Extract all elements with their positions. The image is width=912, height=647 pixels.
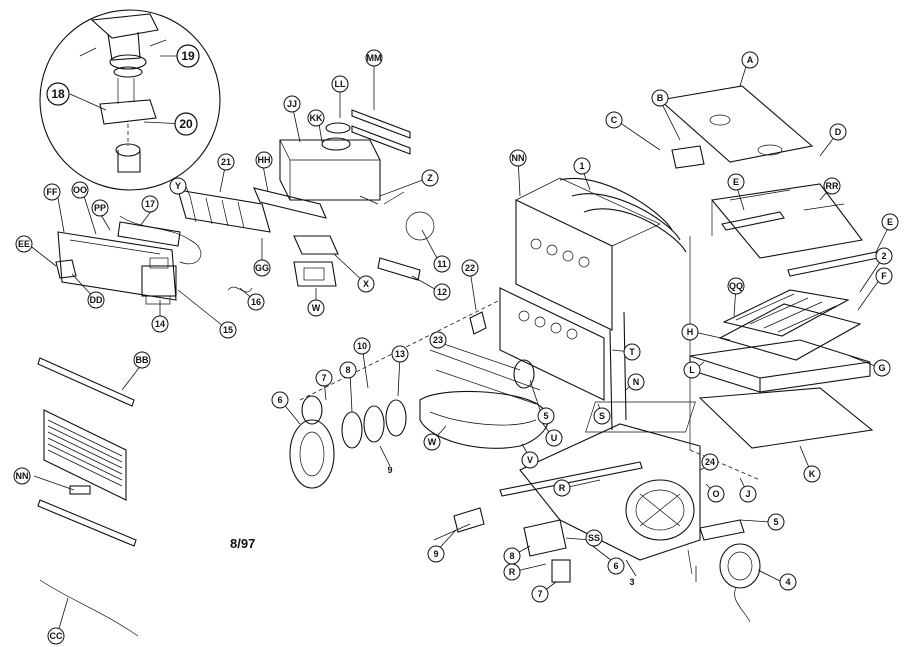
callout-AA: BB (136, 355, 149, 365)
callout-14: 9 (387, 465, 392, 475)
callout-O-upper: R (559, 483, 566, 493)
callout-FF: GG (255, 263, 269, 273)
callout-N: O (712, 489, 719, 499)
cabinet-parts (585, 85, 879, 481)
draft-hood-parts (253, 109, 435, 287)
callout-19: 14 (155, 319, 165, 329)
callout-PP: PP (94, 203, 106, 213)
callout-27: 22 (465, 263, 475, 273)
callout-Z: Z (427, 173, 433, 183)
callout-LL: MM (367, 53, 382, 63)
callout-8: 8 (509, 551, 514, 561)
callout-U: V (527, 455, 533, 465)
date-code: 8/97 (230, 536, 255, 551)
callout-15: 10 (357, 341, 367, 351)
callout-B: B (657, 93, 664, 103)
callout-NN: NN (512, 153, 525, 163)
callout-4: 4 (785, 577, 790, 587)
callout-E-upper: E (733, 177, 739, 187)
callout-12: 7 (321, 373, 326, 383)
callout-10: 5 (543, 411, 548, 421)
callout-L: L (689, 365, 695, 375)
callout-20: 15 (223, 325, 233, 335)
callout-3: 3 (629, 577, 634, 587)
callout-16: 11 (437, 259, 447, 269)
callout-OO: OO (73, 185, 87, 195)
callout-T: U (551, 433, 558, 443)
callout-7: 7 (537, 589, 542, 599)
callout-W: W (312, 303, 321, 313)
callout-D: D (835, 127, 842, 137)
callout-JJ: KK (310, 113, 323, 123)
callout-Y: Y (175, 181, 181, 191)
callout-GG: HH (258, 155, 271, 165)
callout-17: 12 (437, 287, 447, 297)
callout-G: G (878, 363, 885, 373)
callout-EE: FF (47, 187, 58, 197)
callout-BB: CC (50, 631, 63, 641)
callout-28: 23 (433, 335, 443, 345)
callout-23: 18 (51, 87, 65, 101)
callout-O-lower: R (509, 567, 516, 577)
callout-26: 21 (221, 157, 231, 167)
callout-M: N (633, 377, 640, 387)
control-panel-parts (55, 189, 271, 305)
callout-13: 8 (345, 365, 350, 375)
callout-V: W (428, 437, 437, 447)
callout-R: S (599, 411, 605, 421)
callout-F: F (881, 271, 887, 281)
callout-29: 24 (705, 457, 715, 467)
callout-S: T (629, 347, 635, 357)
callout-J: J (745, 489, 750, 499)
callout-HH: JJ (287, 99, 297, 109)
inducer-blower-parts (289, 299, 549, 489)
callout-5: 5 (773, 517, 778, 527)
callout-11: 6 (277, 395, 282, 405)
callout-KK: LL (335, 79, 346, 89)
part-callouts: 19 18 20 FF OO PP EE DD 17 Y 21 GG 16 15… (13, 44, 899, 645)
callout-24: 19 (181, 49, 195, 63)
detail-inset (39, 9, 221, 191)
callout-RR: RR (826, 181, 839, 191)
front-panel-parts (37, 357, 139, 637)
callout-2: 2 (881, 251, 886, 261)
callout-C: C (611, 115, 618, 125)
callout-H: H (687, 327, 694, 337)
callout-1: 1 (579, 161, 584, 171)
callout-E-lower: E (887, 217, 893, 227)
callout-25: 20 (179, 117, 193, 131)
callout-22: 17 (145, 199, 155, 209)
callout-6-right: 6 (613, 561, 618, 571)
callout-X: X (363, 279, 369, 289)
callout-SS: SS (588, 533, 600, 543)
callout-18: 13 (395, 349, 405, 359)
callout-21: 16 (251, 297, 261, 307)
callout-QQ: QQ (729, 281, 743, 291)
callout-A: A (747, 55, 754, 65)
callout-CC: DD (90, 295, 103, 305)
callout-K: K (809, 469, 816, 479)
blower-housing-parts (433, 423, 761, 623)
callout-MM: NN (16, 471, 29, 481)
callout-9: 9 (433, 549, 438, 559)
callout-DD: EE (18, 239, 30, 249)
heat-exchanger-parts (499, 177, 687, 431)
